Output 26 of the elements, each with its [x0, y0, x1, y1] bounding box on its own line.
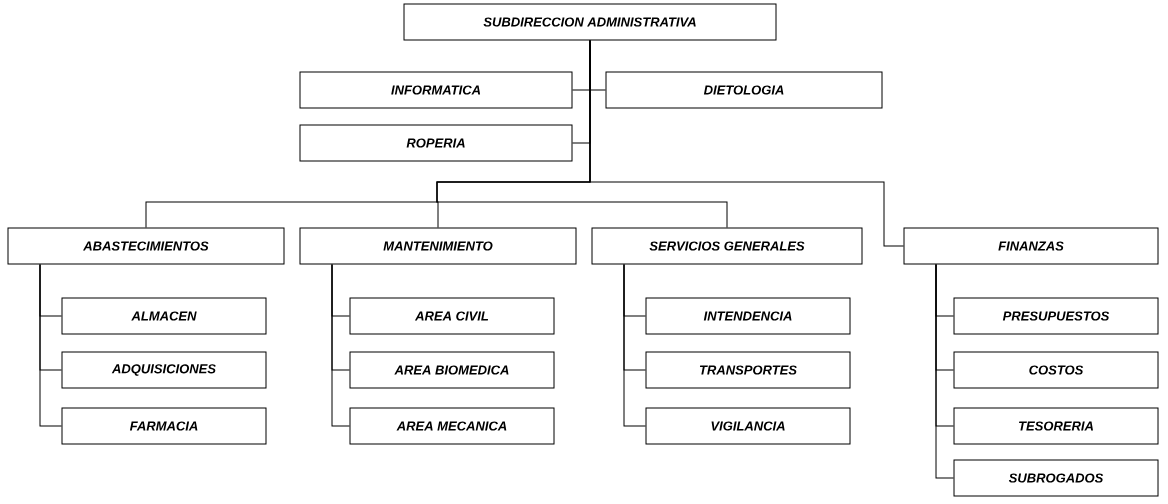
org-box: INFORMATICA	[299, 71, 573, 109]
connector-line	[589, 40, 904, 247]
org-box: AREA MECANICA	[349, 407, 555, 445]
org-box: ADQUISICIONES	[61, 351, 267, 389]
org-box: SUBDIRECCION ADMINISTRATIVA	[403, 3, 777, 41]
connector-line	[39, 264, 62, 427]
org-box: INTENDENCIA	[645, 297, 851, 335]
org-box: MANTENIMIENTO	[299, 227, 577, 265]
connector-line	[331, 264, 350, 427]
org-box: ALMACEN	[61, 297, 267, 335]
org-box: AREA CIVIL	[349, 297, 555, 335]
org-box: SERVICIOS GENERALES	[591, 227, 863, 265]
org-box: AREA BIOMEDICA	[349, 351, 555, 389]
org-box: ABASTECIMIENTOS	[7, 227, 285, 265]
org-box: FINANZAS	[903, 227, 1159, 265]
connector-line	[623, 264, 646, 427]
org-box: TRANSPORTES	[645, 351, 851, 389]
org-box: SUBROGADOS	[953, 459, 1159, 497]
org-box: VIGILANCIA	[645, 407, 851, 445]
org-box: FARMACIA	[61, 407, 267, 445]
org-box: ROPERIA	[299, 124, 573, 162]
org-box: TESORERIA	[953, 407, 1159, 445]
connector-line	[935, 264, 954, 479]
org-box: COSTOS	[953, 351, 1159, 389]
org-box: DIETOLOGIA	[605, 71, 883, 109]
org-box: PRESUPUESTOS	[953, 297, 1159, 335]
